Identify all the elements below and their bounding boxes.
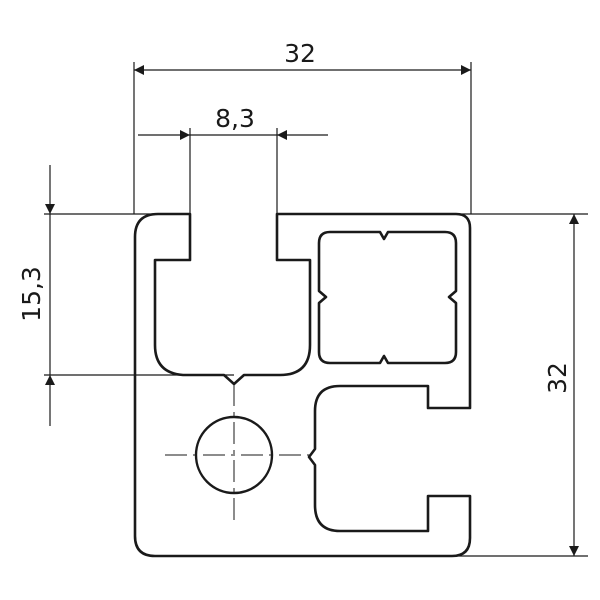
center-lines	[165, 384, 310, 520]
dim-label-slot-offset: 15,3	[17, 266, 46, 322]
extension-lines	[44, 62, 588, 557]
dimension-lines	[45, 65, 579, 556]
inner-chamber	[317, 230, 458, 365]
dim-label-slot-width: 8,3	[215, 104, 255, 133]
dim-label-overall-height: 32	[543, 362, 572, 394]
dim-label-overall-width: 32	[284, 39, 316, 68]
profile-outline	[133, 212, 472, 558]
outer-contour	[133, 212, 472, 558]
